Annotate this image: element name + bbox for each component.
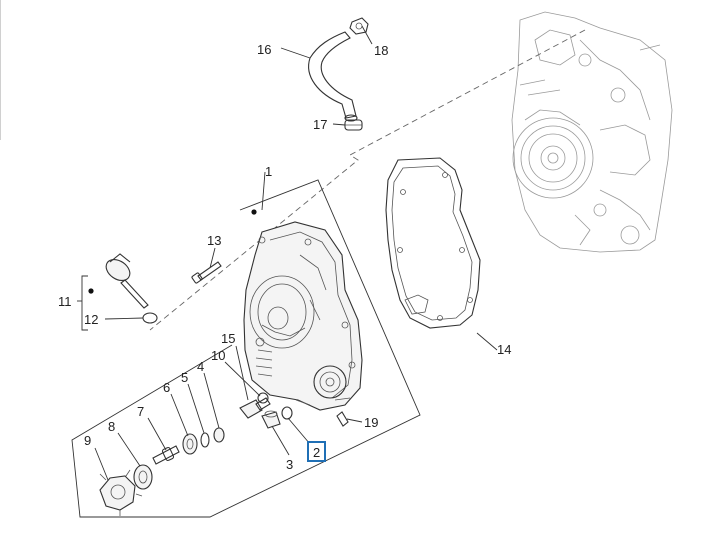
- dowel-pin: [336, 411, 349, 427]
- label-part-17[interactable]: 17: [313, 117, 327, 132]
- label-part-2[interactable]: 2: [313, 445, 320, 460]
- pump-gasket-ring: [257, 392, 269, 404]
- leader-lines: [77, 25, 498, 481]
- label-part-9[interactable]: 9: [84, 433, 91, 448]
- oil-filler-cap: [105, 253, 149, 309]
- pump-bearing: [182, 433, 198, 455]
- pump-gear: [133, 464, 153, 490]
- label-part-16[interactable]: 16: [257, 42, 271, 57]
- pump-cover-plug: [261, 410, 281, 429]
- label-part-19[interactable]: 19: [364, 415, 378, 430]
- hose-part: [308, 31, 358, 122]
- label-part-15[interactable]: 15: [221, 331, 235, 346]
- label-part-4[interactable]: 4: [197, 359, 204, 374]
- label-part-10[interactable]: 10: [211, 348, 225, 363]
- label-part-8[interactable]: 8: [108, 419, 115, 434]
- group-bullet: [88, 288, 94, 294]
- selected-part-highlight[interactable]: [307, 441, 326, 462]
- label-part-5[interactable]: 5: [181, 370, 188, 385]
- label-part-18[interactable]: 18: [374, 43, 388, 58]
- pump-shaft: [152, 445, 180, 465]
- engine-block: [511, 11, 673, 253]
- label-part-11[interactable]: 11: [58, 294, 72, 309]
- cover-gasket: [385, 157, 481, 329]
- impeller: [99, 469, 143, 516]
- group-bracket: [71, 179, 421, 518]
- label-part-13[interactable]: 13: [207, 233, 221, 248]
- screw: [191, 261, 222, 284]
- hose-clamp: [344, 119, 363, 131]
- seal-ring: [281, 406, 293, 420]
- group-bracket: [81, 275, 88, 331]
- label-part-14[interactable]: 14: [497, 342, 511, 357]
- pump-seal: [213, 427, 225, 443]
- group-bullet: [251, 209, 257, 215]
- o-ring: [142, 312, 158, 324]
- label-part-12[interactable]: 12: [84, 312, 98, 327]
- reference-line: [149, 29, 586, 331]
- label-part-1[interactable]: 1: [265, 164, 272, 179]
- thermostat-valve: [239, 397, 271, 419]
- part-labels: 1 16 18 17 13 14 11 12 15 10 4 5 6 7 8 9…: [58, 42, 511, 472]
- label-part-7[interactable]: 7: [137, 404, 144, 419]
- crankcase-cover: [243, 221, 363, 411]
- label-part-3[interactable]: 3: [286, 457, 293, 472]
- label-part-6[interactable]: 6: [163, 380, 170, 395]
- pump-washer: [200, 432, 210, 448]
